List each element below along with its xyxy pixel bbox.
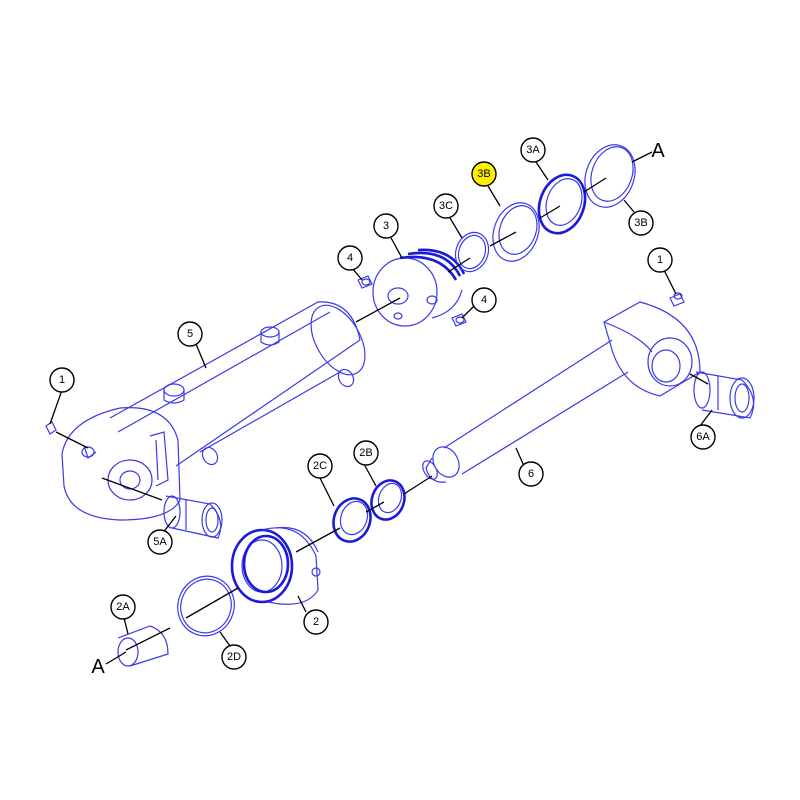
cylinder-body-part-5[interactable] [45, 296, 376, 521]
assembly-centerlines [101, 151, 709, 651]
callout-3-label: 3 [383, 220, 389, 232]
callout-1-left[interactable]: 1 [49, 367, 75, 393]
callout-3b-highlighted[interactable]: 3B [471, 161, 497, 187]
wiper-part-2b[interactable] [366, 476, 410, 525]
callout-2[interactable]: 2 [303, 609, 329, 635]
set-screw-part-4-right[interactable] [451, 313, 467, 327]
bushing-part-5a[interactable] [163, 495, 223, 539]
callout-6a[interactable]: 6A [690, 424, 716, 450]
reference-a-bottom-label: A [91, 656, 105, 678]
bushing-part-2a[interactable] [117, 625, 169, 667]
rod-part-6[interactable] [420, 292, 701, 483]
callout-3b-highlighted-label: 3B [477, 168, 490, 180]
callout-4-right[interactable]: 4 [471, 287, 497, 313]
callout-1-left-label: 1 [59, 374, 65, 386]
callout-2a[interactable]: 2A [110, 594, 136, 620]
callout-3c[interactable]: 3C [433, 193, 459, 219]
wear-ring-part-3b[interactable] [485, 196, 547, 267]
reference-a-top-label: A [651, 140, 665, 162]
callout-5a[interactable]: 5A [147, 529, 173, 555]
callout-4-left-label: 4 [347, 252, 353, 264]
callout-6a-label: 6A [696, 431, 710, 443]
callout-2a-label: 2A [116, 601, 130, 613]
callout-2d[interactable]: 2D [221, 644, 247, 670]
callout-2b[interactable]: 2B [353, 440, 379, 466]
callout-3a-label: 3A [526, 144, 540, 156]
callout-2c[interactable]: 2C [307, 453, 333, 479]
callout-1-right-label: 1 [657, 254, 663, 266]
bushing-part-6a[interactable] [693, 371, 755, 419]
callout-2b-label: 2B [359, 447, 372, 459]
callout-5a-label: 5A [153, 536, 167, 548]
seal-part-2c[interactable] [328, 493, 377, 547]
gland-part-2[interactable] [230, 526, 321, 605]
callout-3c-label: 3C [439, 200, 453, 212]
callout-2c-label: 2C [313, 460, 327, 472]
callout-3[interactable]: 3 [373, 213, 399, 239]
piston-part-3[interactable] [372, 248, 466, 327]
set-screw-part-4-left[interactable] [357, 275, 373, 289]
o-ring-part-3c[interactable] [450, 228, 494, 277]
callout-3a[interactable]: 3A [520, 137, 546, 163]
reference-a-bottom: A [91, 651, 127, 678]
wear-ring-part-3b-right[interactable] [577, 138, 644, 215]
callout-5[interactable]: 5 [177, 321, 203, 347]
seal-part-3a[interactable] [531, 168, 593, 239]
callout-6-label: 6 [528, 468, 534, 480]
callout-4-right-label: 4 [481, 294, 487, 306]
callout-3b[interactable]: 3B [628, 210, 654, 236]
callout-4-left[interactable]: 4 [337, 245, 363, 271]
reference-a-top: A [651, 140, 665, 162]
callout-3b-label: 3B [634, 217, 647, 229]
callout-2d-label: 2D [227, 651, 241, 663]
callout-2-label: 2 [313, 616, 319, 628]
o-ring-part-2d[interactable] [169, 568, 242, 644]
callout-1-right[interactable]: 1 [647, 247, 673, 273]
callout-5-label: 5 [187, 328, 193, 340]
callout-6[interactable]: 6 [518, 461, 544, 487]
